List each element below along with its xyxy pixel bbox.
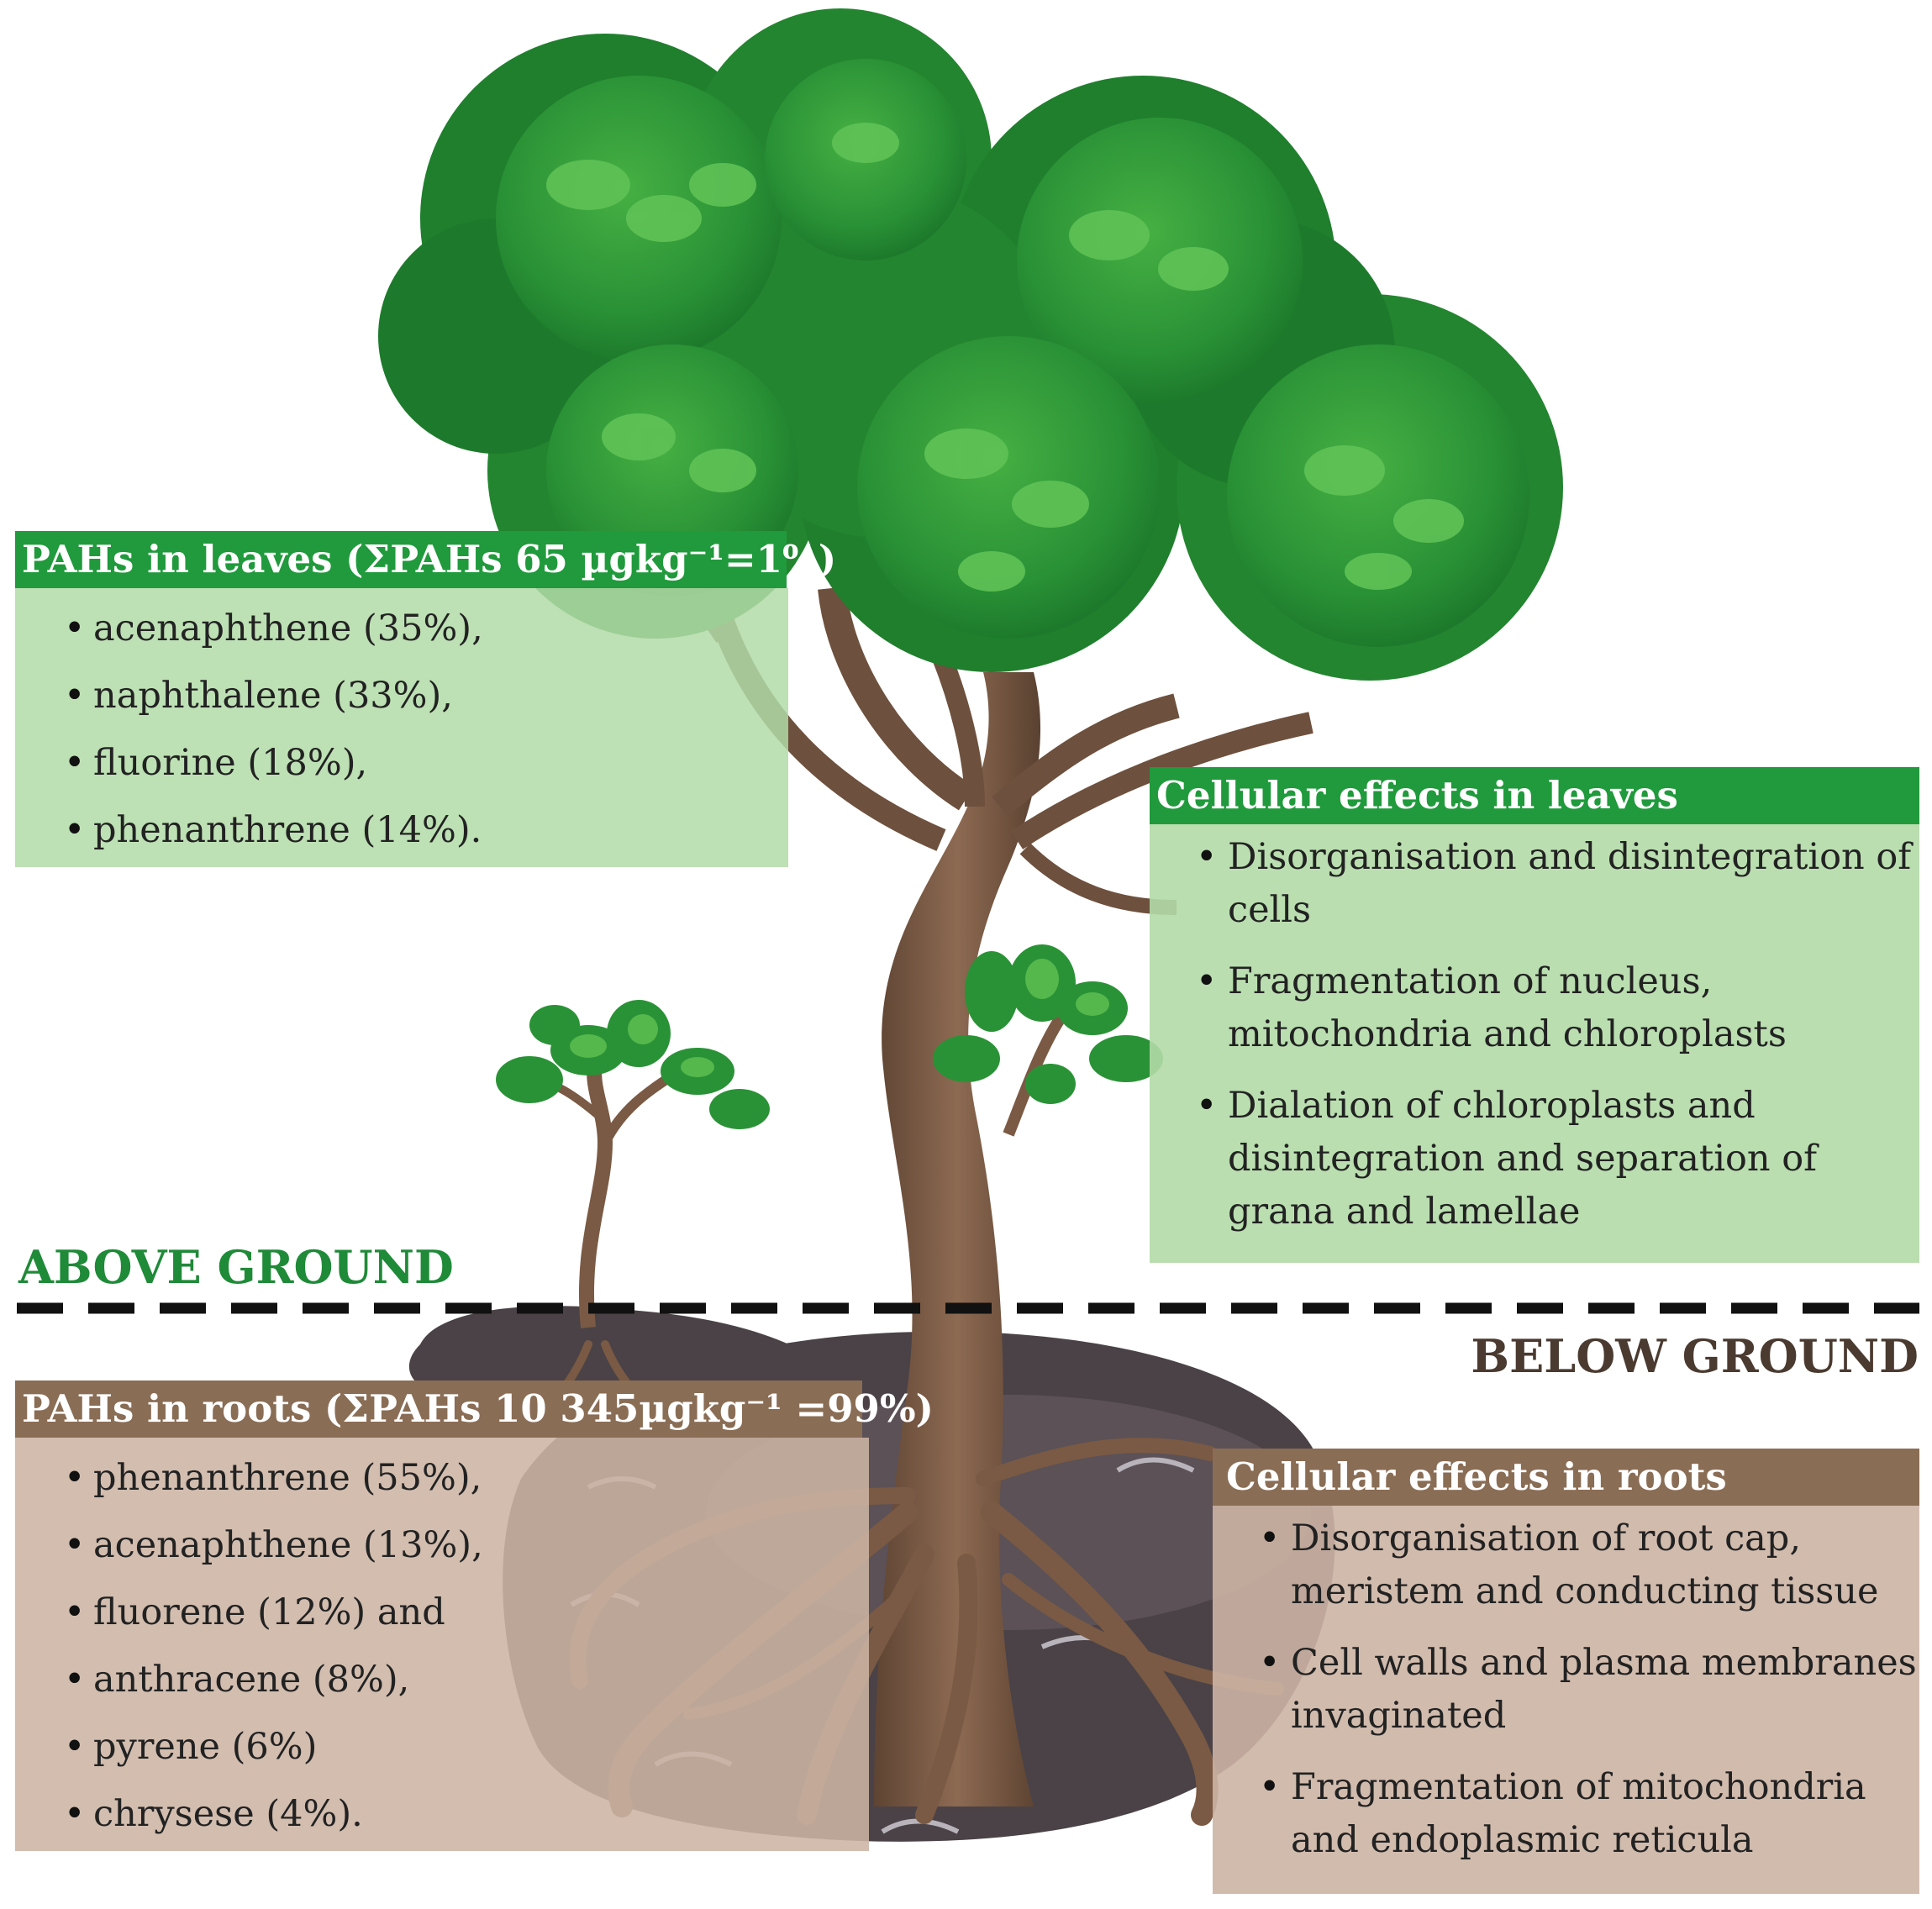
list-item: Disorganisation of root cap, meristem an… <box>1213 1512 1919 1618</box>
list-item: acenaphthene (13%), <box>15 1512 869 1579</box>
list-item: acenaphthene (35%), <box>15 595 788 662</box>
above-ground-label: ABOVE GROUND <box>18 1240 454 1294</box>
list-item: phenanthrene (14%). <box>15 797 788 864</box>
leaf-effects-list: Disorganisation and disintegration of ce… <box>1150 831 1919 1238</box>
list-item: Cell walls and plasma membranes invagina… <box>1213 1637 1919 1743</box>
leaf-effects-panel: Cellular effects in leaves Disorganisati… <box>1150 767 1919 1263</box>
sapling-left <box>496 1000 770 1328</box>
list-item: Dialation of chloroplasts and disintegra… <box>1150 1080 1919 1238</box>
sapling-right <box>933 944 1163 1137</box>
list-item: Fragmentation of nucleus, mitochondria a… <box>1150 955 1919 1061</box>
list-item: phenanthrene (55%), <box>15 1444 869 1512</box>
root-pahs-title: PAHs in roots (ΣPAHs 10 345µgkg⁻¹ =99%) <box>15 1380 934 1438</box>
list-item: Fragmentation of mitochondria and endopl… <box>1213 1761 1919 1867</box>
list-item: fluorene (12%) and <box>15 1579 869 1646</box>
list-item: fluorine (18%), <box>15 729 788 797</box>
list-item: Disorganisation and disintegration of ce… <box>1150 831 1919 937</box>
below-ground-label: BELOW GROUND <box>1471 1329 1919 1383</box>
root-effects-list: Disorganisation of root cap, meristem an… <box>1213 1512 1919 1867</box>
root-effects-title: Cellular effects in roots <box>1213 1449 1919 1506</box>
list-item: chrysese (4%). <box>15 1780 869 1848</box>
root-pahs-panel: PAHs in roots (ΣPAHs 10 345µgkg⁻¹ =99%) … <box>15 1380 934 1851</box>
leaf-pahs-title: PAHs in leaves (ΣPAHs 65 µgkg⁻¹=1%) <box>15 531 836 588</box>
leaf-pahs-list: acenaphthene (35%), naphthalene (33%), f… <box>15 595 788 864</box>
root-effects-panel: Cellular effects in roots Disorganisatio… <box>1213 1449 1919 1894</box>
root-pahs-list: phenanthrene (55%), acenaphthene (13%), … <box>15 1444 869 1848</box>
list-item: pyrene (6%) <box>15 1713 869 1780</box>
leaf-effects-title: Cellular effects in leaves <box>1150 767 1919 824</box>
list-item: anthracene (8%), <box>15 1646 869 1713</box>
leaf-pahs-panel: PAHs in leaves (ΣPAHs 65 µgkg⁻¹=1%) acen… <box>15 531 836 867</box>
list-item: naphthalene (33%), <box>15 662 788 729</box>
